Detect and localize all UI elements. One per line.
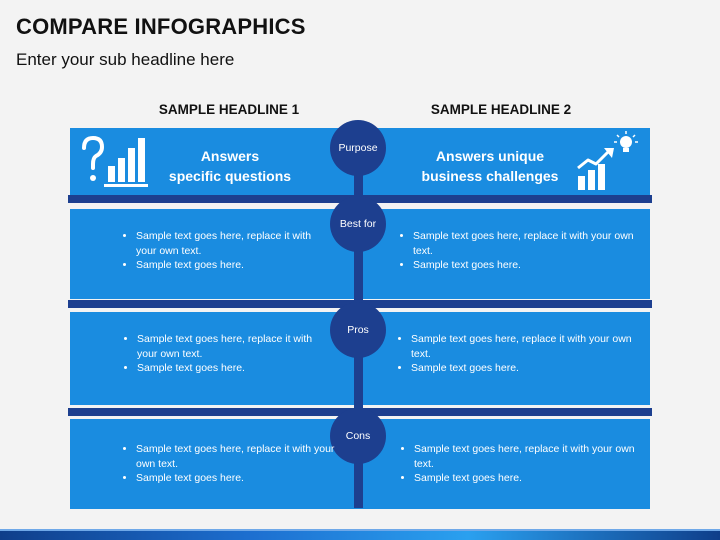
cons-left-list: Sample text goes here, replace it with y… (120, 442, 344, 486)
node-best-for: Best for (330, 196, 386, 252)
page-title: COMPARE INFOGRAPHICS (16, 14, 306, 39)
growth-chart-lightbulb-icon (577, 131, 638, 190)
list-item: Sample text goes here. (136, 258, 326, 273)
purpose-left-text: Answers specific questions (150, 146, 310, 186)
node-cons: Cons (330, 408, 386, 464)
purpose-right-line: business challenges (421, 168, 559, 184)
cons-right-list: Sample text goes here, replace it with y… (398, 442, 646, 486)
question-bar-chart-icon (82, 135, 148, 187)
node-purpose: Purpose (330, 120, 386, 176)
purpose-right-text: Answers unique business challenges (410, 146, 570, 186)
list-item: Sample text goes here. (137, 361, 327, 376)
pros-right-list: Sample text goes here, replace it with y… (395, 332, 643, 376)
list-item: Sample text goes here, replace it with y… (136, 229, 326, 258)
best-for-right-list: Sample text goes here, replace it with y… (397, 229, 645, 273)
column-heading-right: SAMPLE HEADLINE 2 (430, 102, 572, 117)
list-item: Sample text goes here, replace it with y… (136, 442, 344, 471)
list-item: Sample text goes here. (136, 471, 344, 486)
list-item: Sample text goes here, replace it with y… (413, 229, 645, 258)
list-item: Sample text goes here, replace it with y… (411, 332, 643, 361)
list-item: Sample text goes here, replace it with y… (137, 332, 327, 361)
footer-line (0, 529, 720, 531)
list-item: Sample text goes here, replace it with y… (414, 442, 646, 471)
best-for-left-list: Sample text goes here, replace it with y… (120, 229, 326, 273)
list-item: Sample text goes here. (413, 258, 645, 273)
column-heading-left: SAMPLE HEADLINE 1 (158, 102, 300, 117)
page-subtitle: Enter your sub headline here (16, 50, 235, 69)
purpose-left-line: Answers (200, 148, 260, 164)
node-pros: Pros (330, 302, 386, 358)
footer-bar (0, 531, 720, 540)
purpose-right-line: Answers unique (435, 148, 545, 164)
pros-left-list: Sample text goes here, replace it with y… (121, 332, 327, 376)
list-item: Sample text goes here. (414, 471, 646, 486)
list-item: Sample text goes here. (411, 361, 643, 376)
purpose-left-line: specific questions (168, 168, 292, 184)
